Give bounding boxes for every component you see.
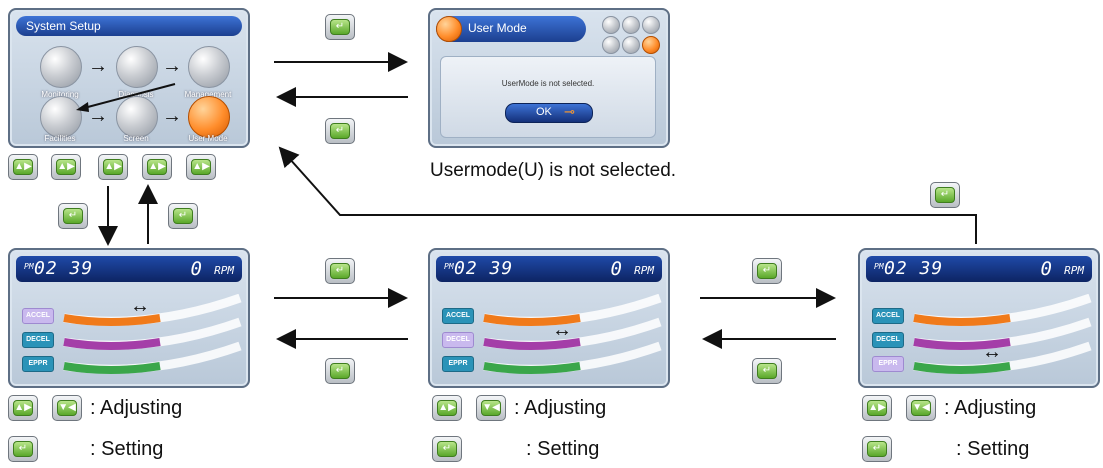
ok-button[interactable]: OK ⊸ <box>505 103 593 123</box>
arrow-right-icon: → <box>162 55 182 77</box>
adjust-arrow-icon: ↔ <box>982 341 1002 363</box>
enter-key[interactable]: ↵ <box>432 436 462 462</box>
enter-key[interactable]: ↵ <box>752 358 782 384</box>
menu-dot-icon <box>602 36 620 54</box>
pm-label: PM <box>874 262 884 271</box>
system-setup-title: System Setup <box>16 16 242 36</box>
accel-badge[interactable]: ACCEL <box>442 308 474 324</box>
enter-key[interactable]: ↵ <box>168 203 198 229</box>
clock-display: 02 39 <box>884 258 944 279</box>
speed-panel-eppr: PM 02 39 0 RPM ACCEL DECEL EPPR ↔ <box>858 248 1100 388</box>
monitoring-icon[interactable] <box>40 46 82 88</box>
menu-label-facilities: Facilities <box>44 134 76 143</box>
setting-label: : Setting <box>956 438 1030 460</box>
up-key[interactable]: ▲▶ <box>432 395 462 421</box>
enter-key[interactable]: ↵ <box>325 14 355 40</box>
arrow-right-icon: → <box>88 55 108 77</box>
speed-header: PM 02 39 0 RPM <box>16 256 242 282</box>
up-down-key[interactable]: ▲▶ <box>186 154 216 180</box>
decel-badge[interactable]: DECEL <box>872 332 904 348</box>
enter-key[interactable]: ↵ <box>8 436 38 462</box>
menu-dot-icon <box>622 16 640 34</box>
rpm-unit: RPM <box>214 264 234 277</box>
dialog-title: User Mode <box>468 21 527 35</box>
menu-label-screen: Screen <box>123 134 149 143</box>
menu-label-monitoring: Monitoring <box>41 90 79 99</box>
management-icon[interactable] <box>188 46 230 88</box>
dialog-body: UserMode is not selected. OK ⊸ <box>440 56 656 138</box>
up-down-key[interactable]: ▲▶ <box>51 154 81 180</box>
gauge-bars <box>483 294 662 374</box>
menu-dot-icon <box>602 16 620 34</box>
accel-badge[interactable]: ACCEL <box>22 308 54 324</box>
enter-key[interactable]: ↵ <box>58 203 88 229</box>
enter-key[interactable]: ↵ <box>325 118 355 144</box>
dialog-message: UserMode is not selected. <box>501 79 595 88</box>
adjust-arrow-icon: ↔ <box>130 295 150 317</box>
rpm-value: 0 <box>610 258 622 280</box>
eppr-badge[interactable]: EPPR <box>22 356 54 372</box>
rpm-value: 0 <box>1040 258 1052 280</box>
user-mode-title-bar: User Mode <box>436 16 586 42</box>
clock-display: 02 39 <box>454 258 514 279</box>
menu-dot-icon <box>642 16 660 34</box>
rpm-unit: RPM <box>634 264 654 277</box>
menu-dot-icon <box>642 36 660 54</box>
menu-dot-icon <box>622 36 640 54</box>
adjusting-label: : Adjusting <box>90 397 183 419</box>
rpm-value: 0 <box>190 258 202 280</box>
eppr-badge[interactable]: EPPR <box>872 356 904 372</box>
ok-label: OK <box>536 106 552 118</box>
diagonal-arrow-icon <box>76 83 176 112</box>
menu-label-user-mode: User Mode <box>188 134 228 143</box>
enter-key[interactable]: ↵ <box>862 436 892 462</box>
adjust-arrow-icon: ↔ <box>552 319 572 341</box>
enter-key[interactable]: ↵ <box>752 258 782 284</box>
enter-key[interactable]: ↵ <box>325 258 355 284</box>
up-down-key[interactable]: ▲▶ <box>142 154 172 180</box>
menu-label-management: Management <box>184 90 232 99</box>
enter-key[interactable]: ↵ <box>930 182 960 208</box>
decel-badge[interactable]: DECEL <box>442 332 474 348</box>
arrow-right-icon: → <box>88 105 108 127</box>
decel-badge[interactable]: DECEL <box>22 332 54 348</box>
facilities-icon[interactable] <box>40 96 82 138</box>
system-setup-screen: System Setup → → Monitoring Diagnosis Ma… <box>8 8 250 148</box>
gauge-bars <box>63 294 242 374</box>
eppr-badge[interactable]: EPPR <box>442 356 474 372</box>
up-key[interactable]: ▲▶ <box>8 395 38 421</box>
up-down-key[interactable]: ▲▶ <box>98 154 128 180</box>
diagnosis-icon[interactable] <box>116 46 158 88</box>
down-key[interactable]: ▼◀ <box>52 395 82 421</box>
usermode-caption: Usermode(U) is not selected. <box>430 160 677 181</box>
speed-panel-decel: PM 02 39 0 RPM ACCEL DECEL EPPR ↔ <box>428 248 670 388</box>
accel-badge[interactable]: ACCEL <box>872 308 904 324</box>
key-icon: ⊸ <box>564 104 575 119</box>
screen-icon[interactable] <box>116 96 158 138</box>
setting-label: : Setting <box>90 438 164 460</box>
adjusting-label: : Adjusting <box>944 397 1037 419</box>
adjusting-label: : Adjusting <box>514 397 607 419</box>
up-down-key[interactable]: ▲▶ <box>8 154 38 180</box>
speed-panel-accel: PM 02 39 0 RPM ACCEL DECEL EPPR ↔ <box>8 248 250 388</box>
setting-label: : Setting <box>526 438 600 460</box>
pm-label: PM <box>444 262 454 271</box>
enter-key[interactable]: ↵ <box>325 358 355 384</box>
user-mode-icon <box>436 16 462 42</box>
clock-display: 02 39 <box>34 258 94 279</box>
rpm-unit: RPM <box>1064 264 1084 277</box>
down-key[interactable]: ▼◀ <box>476 395 506 421</box>
user-mode-icon[interactable] <box>188 96 230 138</box>
gauge-bars <box>913 294 1092 374</box>
speed-header: PM 02 39 0 RPM <box>436 256 662 282</box>
down-key[interactable]: ▼◀ <box>906 395 936 421</box>
user-mode-dialog: User Mode UserMode is not selected. OK ⊸ <box>428 8 670 148</box>
up-key[interactable]: ▲▶ <box>862 395 892 421</box>
arrow-right-icon: → <box>162 105 182 127</box>
speed-header: PM 02 39 0 RPM <box>866 256 1092 282</box>
pm-label: PM <box>24 262 34 271</box>
